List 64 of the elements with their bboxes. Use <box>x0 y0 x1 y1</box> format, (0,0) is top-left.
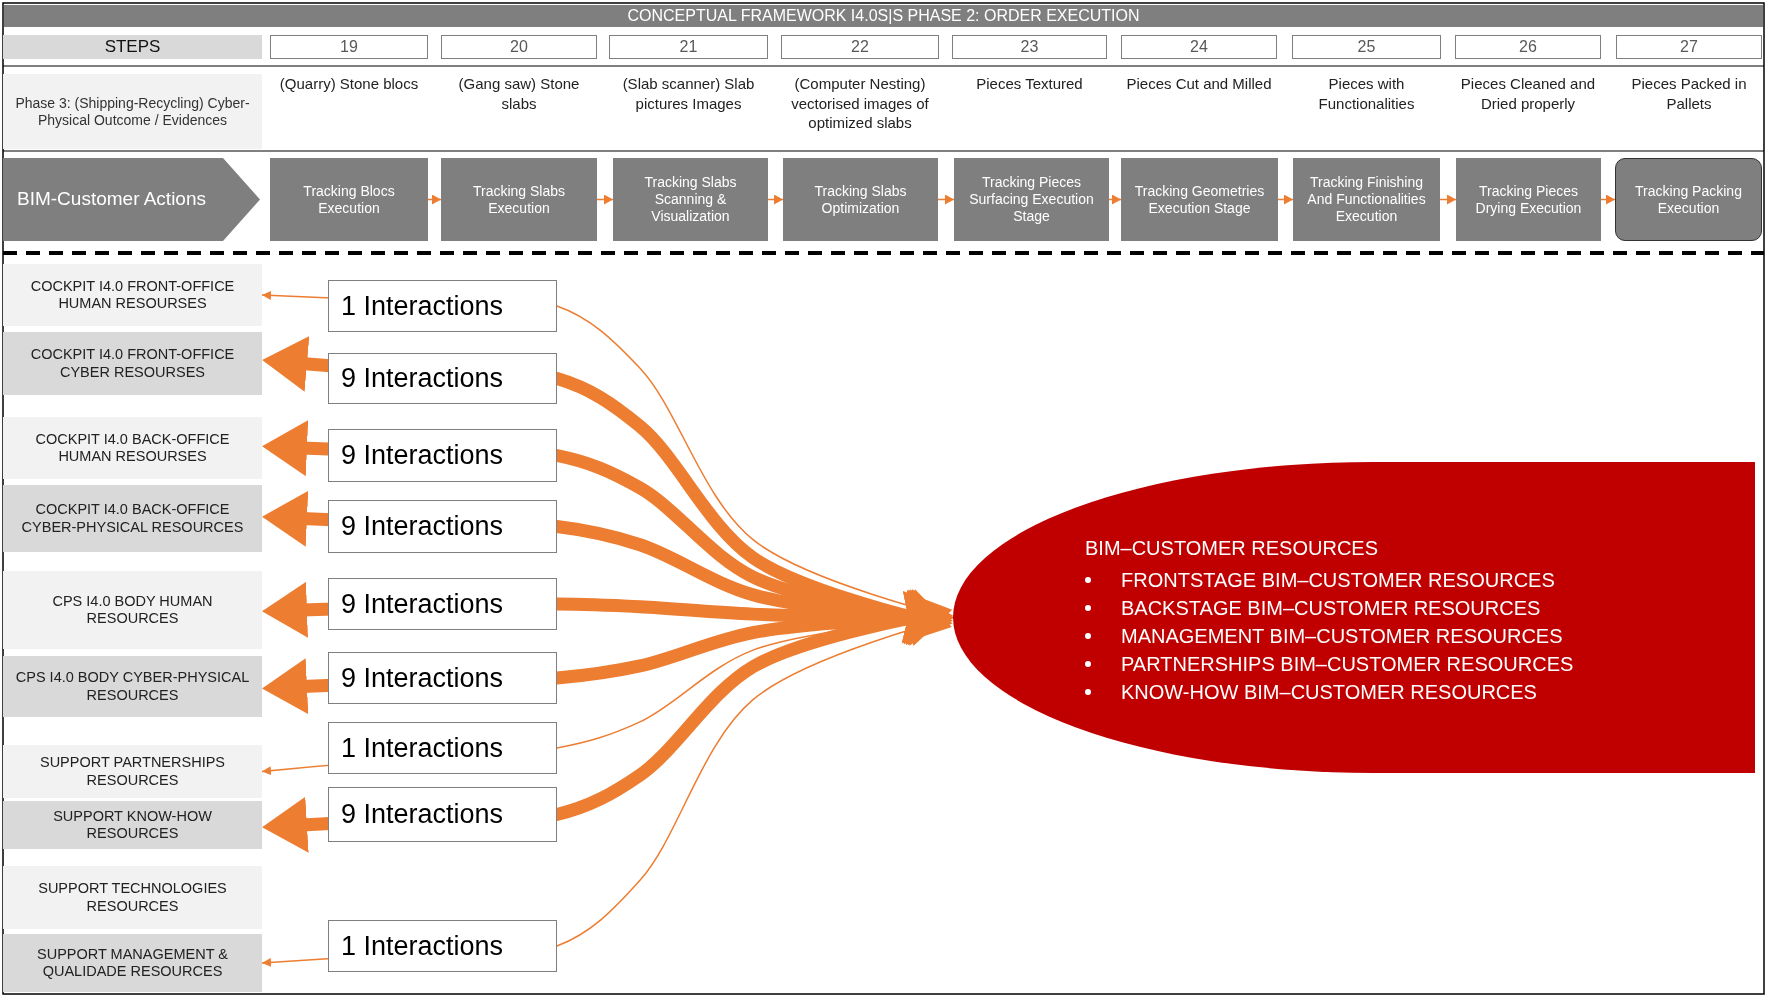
arrow <box>1108 194 1122 205</box>
process-box: Tracking Geometries Execution Stage <box>1121 158 1278 241</box>
step-description: (Computer Nesting) vectorised images of optimized slabs <box>790 74 930 133</box>
resource-box: SUPPORT MANAGEMENT & QUALIDADE RESOURCES <box>3 934 262 992</box>
edge-label: 9 Interactions <box>328 429 557 482</box>
step-number-box: 21 <box>609 35 768 59</box>
arrow <box>1600 194 1616 205</box>
process-box: Tracking Pieces Surfacing Execution Stage <box>954 158 1109 241</box>
process-box: Tracking Slabs Scanning & Visualization <box>613 158 768 241</box>
process-box: Tracking Packing Execution <box>1615 158 1762 241</box>
step-number-box: 24 <box>1121 35 1277 59</box>
step-number-box: 26 <box>1455 35 1601 59</box>
process-box: Tracking Slabs Optimization <box>783 158 938 241</box>
step-description: (Quarry) Stone blocs <box>278 74 420 94</box>
edge-label: 9 Interactions <box>328 787 557 842</box>
step-description: (Gang saw) Stone slabs <box>457 74 581 113</box>
bullet-item: PARTNERSHIPS BIM–CUSTOMER RESOURCES <box>1121 651 1574 676</box>
header-cell: STEPS <box>3 35 262 59</box>
step-number-box: 27 <box>1616 35 1762 59</box>
arrow <box>1439 194 1457 205</box>
header-cell: Phase 3: (Shipping-Recycling) Cyber-Physical Outcome / Evidences <box>3 74 262 149</box>
arrow <box>937 194 955 205</box>
edge-label: 9 Interactions <box>328 652 557 704</box>
resource-box: SUPPORT TECHNOLOGIES RESOURCES <box>3 866 262 929</box>
arrow <box>596 194 614 205</box>
resource-box: SUPPORT PARTNERSHIPS RESOURCES <box>3 745 262 798</box>
edge-label: 1 Interactions <box>328 722 557 774</box>
ellipse-heading: BIM–CUSTOMER RESOURCES <box>1085 535 1378 560</box>
bullet-item: KNOW-HOW BIM–CUSTOMER RESOURCES <box>1121 679 1537 704</box>
edge-label: 9 Interactions <box>328 578 557 630</box>
step-description: Pieces with Functionalities <box>1317 74 1416 113</box>
step-description: Pieces Packed in Pallets <box>1630 74 1748 113</box>
arrow <box>1277 194 1294 205</box>
arrow <box>767 194 784 205</box>
step-number-box: 22 <box>781 35 939 59</box>
arrow <box>427 194 442 205</box>
edge-label: 9 Interactions <box>328 500 557 553</box>
resource-box: SUPPORT KNOW-HOW RESOURCES <box>3 801 262 849</box>
step-description: Pieces Cleaned and Dried properly <box>1459 74 1597 113</box>
edge-label: 9 Interactions <box>328 353 557 404</box>
step-number-box: 19 <box>270 35 428 59</box>
edge-label: 1 Interactions <box>328 280 557 332</box>
bullet-item: BACKSTAGE BIM–CUSTOMER RESOURCES <box>1121 595 1541 620</box>
process-box: Tracking Slabs Execution <box>441 158 597 241</box>
resource-box: CPS I4.0 BODY CYBER-PHYSICAL RESOURCES <box>3 656 262 717</box>
process-box: Tracking Blocs Execution <box>270 158 428 241</box>
resource-box: COCKPIT I4.0 FRONT-OFFICE CYBER RESOURSES <box>3 332 262 395</box>
bullet-item: MANAGEMENT BIM–CUSTOMER RESOURCES <box>1121 623 1563 648</box>
resource-box: COCKPIT I4.0 BACK-OFFICE CYBER-PHYSICAL RESOURCES <box>3 485 262 552</box>
step-number-box: 25 <box>1292 35 1441 59</box>
step-number-box: 20 <box>441 35 597 59</box>
resource-box: CPS I4.0 BODY HUMAN RESOURCES <box>3 571 262 649</box>
process-box: Tracking Pieces Drying Execution <box>1456 158 1601 241</box>
bullet-item: FRONTSTAGE BIM–CUSTOMER RESOURCES <box>1121 567 1555 592</box>
step-description: Pieces Cut and Milled <box>1125 74 1273 94</box>
step-description: Pieces Textured <box>975 74 1084 94</box>
process-box: Tracking Finishing And Functionalities Execution <box>1293 158 1440 241</box>
chevron-shape: BIM-Customer Actions <box>3 158 260 241</box>
step-number-box: 23 <box>952 35 1107 59</box>
resource-box: COCKPIT I4.0 BACK-OFFICE HUMAN RESOURSES <box>3 417 262 479</box>
step-description: (Slab scanner) Slab pictures Images <box>621 74 756 113</box>
title-bar: CONCEPTUAL FRAMEWORK I4.0S|S PHASE 2: ORDER EXECUTION <box>4 5 1763 27</box>
resource-box: COCKPIT I4.0 FRONT-OFFICE HUMAN RESOURSES <box>3 264 262 326</box>
edge-label: 1 Interactions <box>328 920 557 972</box>
